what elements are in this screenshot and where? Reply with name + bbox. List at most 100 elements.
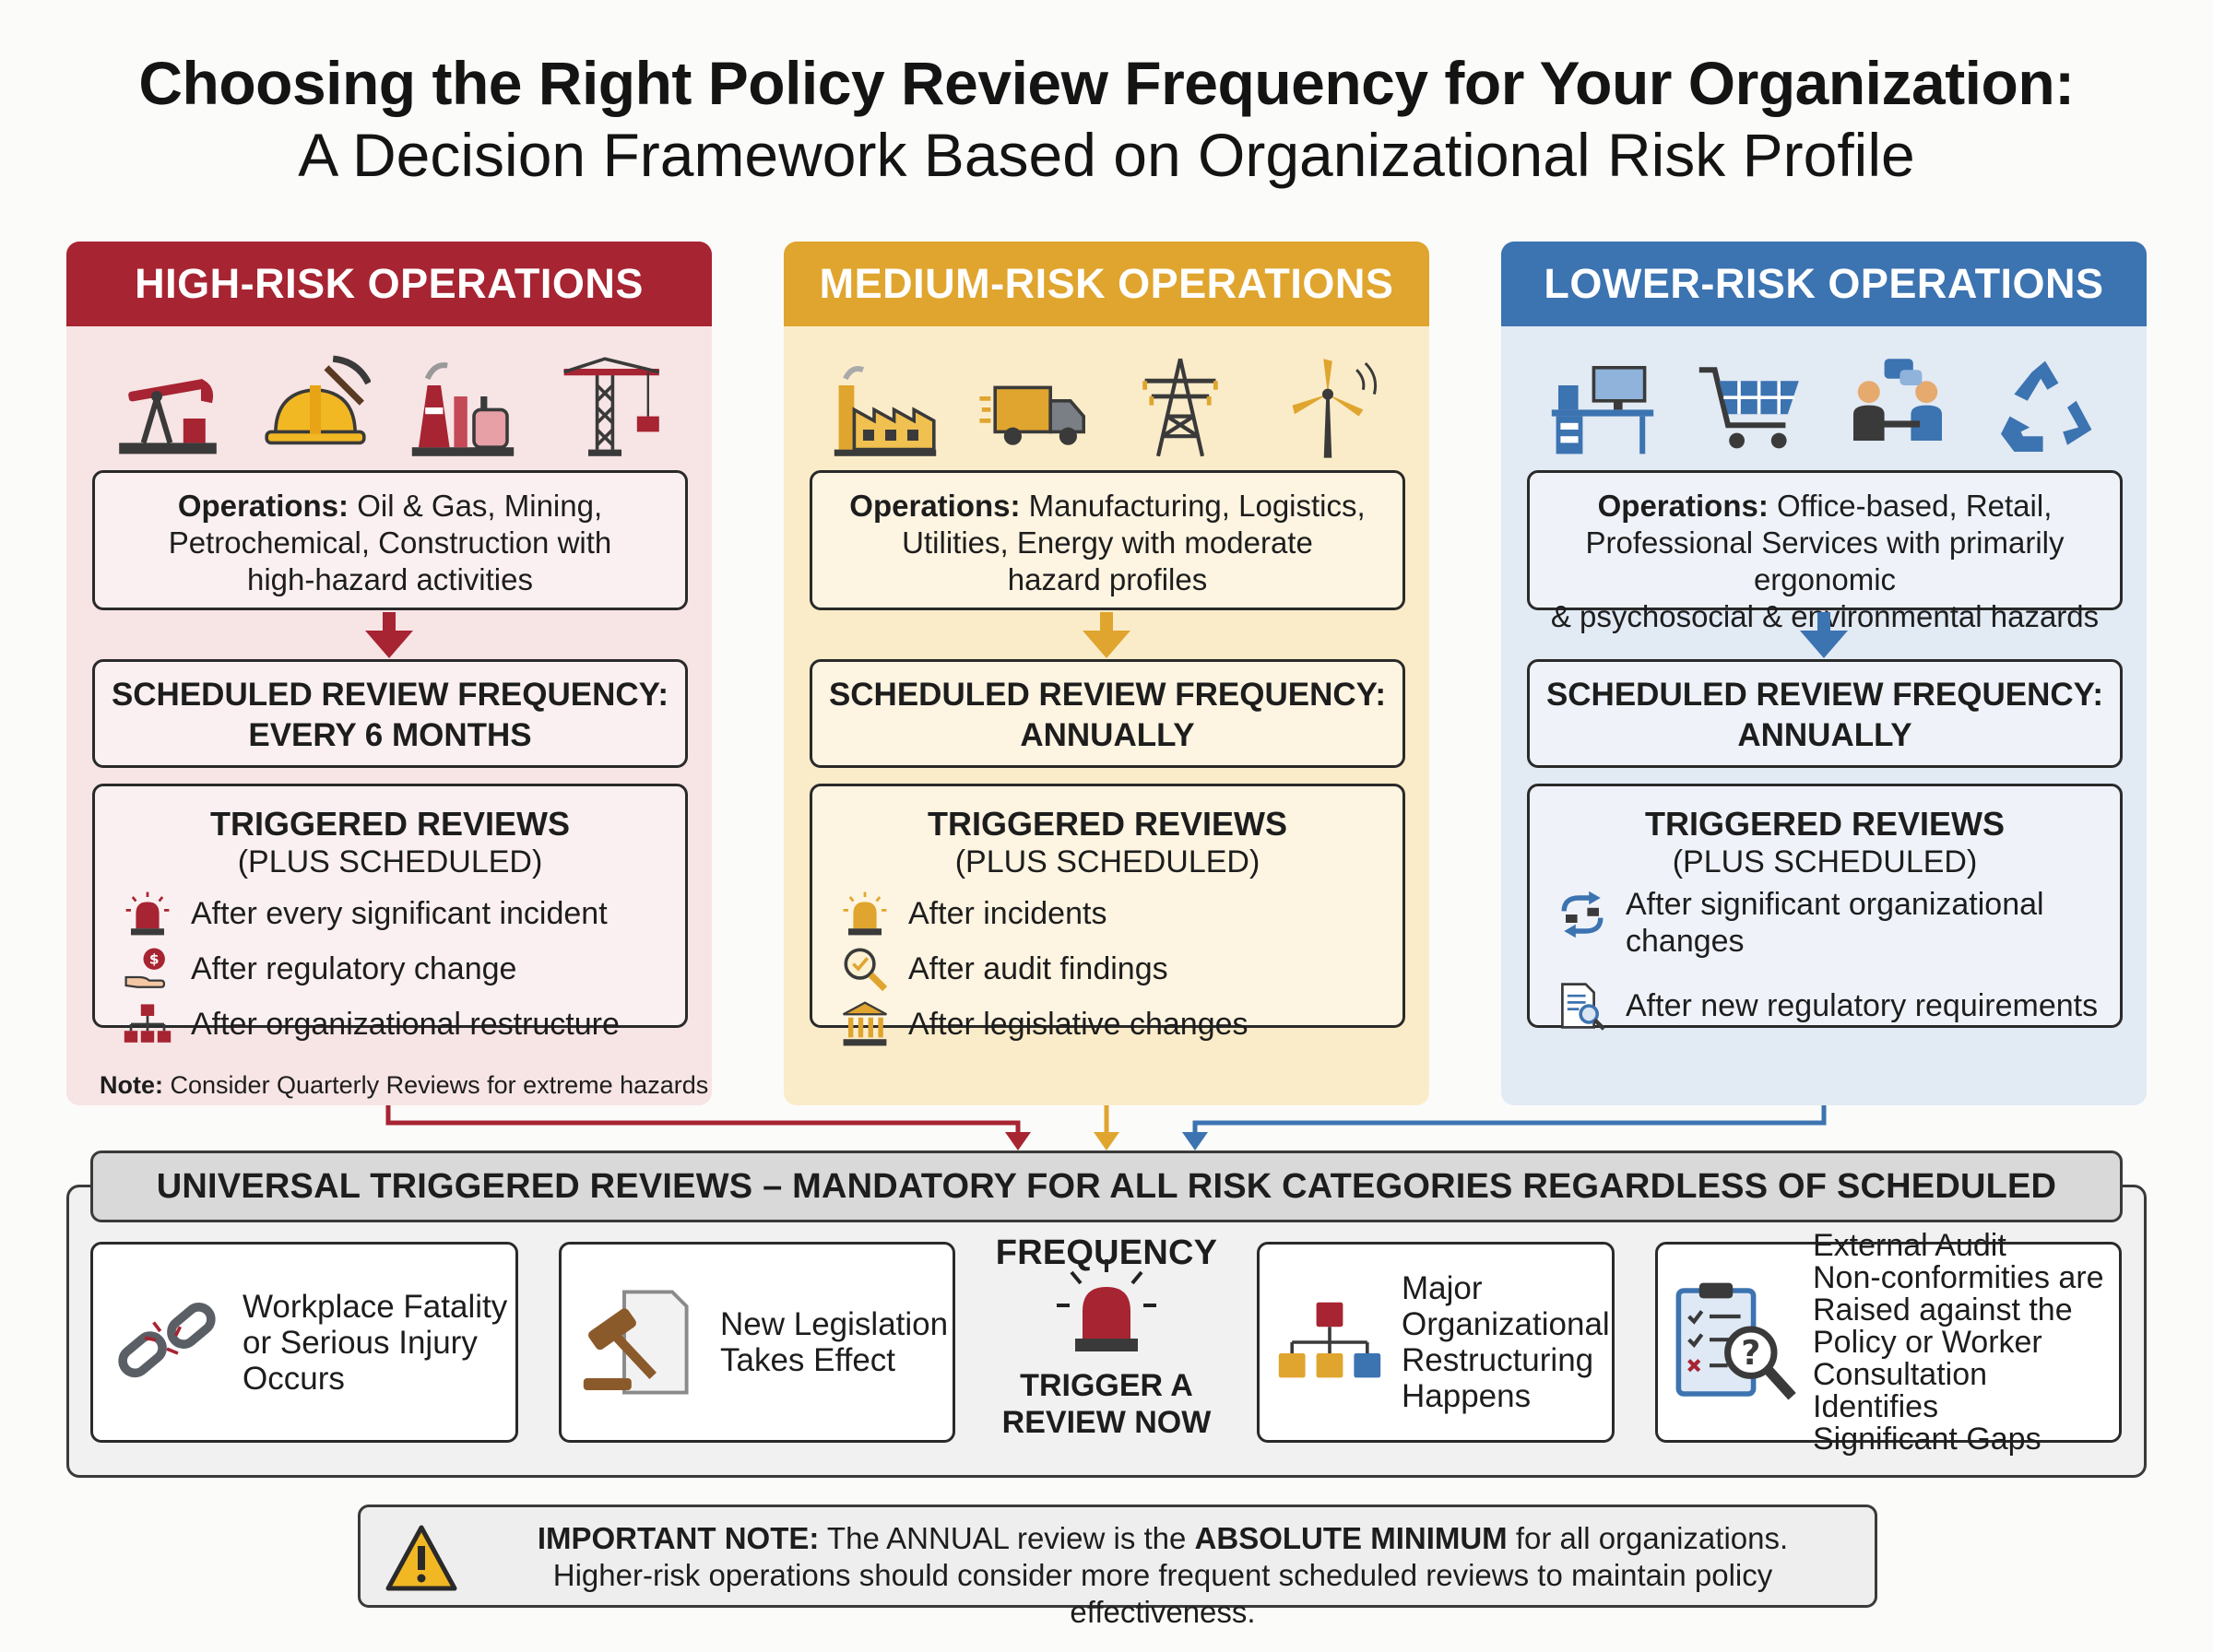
universal-item-text: or Serious Injury	[243, 1324, 478, 1361]
oil-pump-icon	[119, 378, 217, 454]
universal-item-text: Organizational	[1402, 1306, 1610, 1342]
trigger-list: After incidents After audit findings	[840, 886, 1249, 1052]
universal-item-text: Non-conformities are	[1813, 1259, 2104, 1295]
list-item: After significant organizational changes	[1557, 886, 2098, 978]
triggered-reviews-title: TRIGGERED REVIEWS	[209, 805, 571, 843]
medium-risk-triggers-box: TRIGGERED REVIEWS (PLUS SCHEDULED) After…	[810, 784, 1405, 1046]
document-search-icon	[1561, 983, 1605, 1031]
important-line-2: Higher-risk operations should consider m…	[552, 1558, 1773, 1629]
connector-high-arrowhead	[1005, 1132, 1031, 1150]
list-item: After legislative changes	[840, 997, 1249, 1052]
universal-item-restructuring: Major Organizational Restructuring Happe…	[1257, 1242, 1615, 1443]
frequency-value: ANNUALLY	[1737, 717, 1912, 753]
wind-turbine-icon	[1292, 359, 1378, 458]
operations-text: Utilities, Energy with moderate	[902, 525, 1313, 560]
operations-text: Manufacturing, Logistics,	[1028, 489, 1366, 523]
triggered-reviews-title: TRIGGERED REVIEWS	[1644, 805, 2006, 843]
shopping-cart-icon	[1698, 367, 1799, 449]
high-risk-column: HIGH-RISK OPERATIONS	[66, 242, 712, 1105]
operations-text: Oil & Gas, Mining,	[357, 489, 603, 523]
org-chart-icon	[124, 1004, 172, 1043]
power-tower-icon	[1142, 358, 1218, 457]
connector-low-arrowhead	[1182, 1132, 1208, 1150]
list-item: After new regulatory requirements	[1557, 978, 2098, 1033]
high-risk-icons	[66, 348, 712, 467]
note-label: Note:	[100, 1071, 163, 1099]
frequency-value: EVERY 6 MONTHS	[248, 717, 532, 753]
high-risk-triggers-box: TRIGGERED REVIEWS (PLUS SCHEDULED) After…	[92, 784, 688, 1043]
org-chart-icon	[1278, 1302, 1381, 1378]
trigger-list: After every significant incident $ After…	[123, 886, 620, 1052]
universal-item-text: Raised against the	[1813, 1292, 2073, 1328]
gavel-icon	[583, 1290, 689, 1395]
lower-risk-triggers-box: TRIGGERED REVIEWS (PLUS SCHEDULED) After…	[1527, 784, 2123, 1031]
trigger-text: After incidents	[908, 895, 1107, 931]
factory-icon	[834, 366, 937, 456]
office-desk-icon	[1551, 366, 1654, 454]
high-risk-heading: HIGH-RISK OPERATIONS	[66, 242, 712, 326]
universal-item-text: Restructuring	[1402, 1342, 1594, 1378]
operations-label: Operations:	[1597, 489, 1769, 523]
high-risk-note: Note: Consider Quarterly Reviews for ext…	[100, 1071, 708, 1100]
refinery-icon	[411, 362, 515, 456]
operations-text: Office-based, Retail,	[1777, 489, 2053, 523]
universal-item-text: Workplace Fatality	[243, 1288, 508, 1325]
trigger-text: After regulatory change	[191, 950, 517, 986]
trigger-list: After significant organizational changes…	[1557, 886, 2098, 1033]
universal-item-text: Happens	[1402, 1378, 1532, 1414]
hand-money-icon: $	[124, 948, 166, 988]
connector-medium-arrowhead	[1094, 1132, 1119, 1150]
triggered-reviews-subtitle: (PLUS SCHEDULED)	[1672, 844, 1978, 879]
trigger-text: After significant organizational	[1626, 887, 2044, 922]
trigger-label: TRIGGER A REVIEW NOW	[1001, 1368, 1212, 1440]
meeting-icon	[1853, 359, 1942, 441]
list-item: After incidents	[840, 886, 1249, 941]
exchange-arrows-icon	[1561, 891, 1604, 938]
lower-risk-operations-box: Operations: Office-based, Retail, Profes…	[1527, 470, 2123, 633]
operations-label: Operations:	[177, 489, 349, 523]
medium-risk-icons	[784, 348, 1429, 467]
connector-high	[385, 1103, 1021, 1139]
lower-risk-heading: LOWER-RISK OPERATIONS	[1501, 242, 2147, 326]
list-item: After audit findings	[840, 941, 1249, 997]
page-subtitle: A Decision Framework Based on Organizati…	[298, 121, 1915, 189]
warning-icon	[385, 1525, 457, 1591]
universal-item-fatality: Workplace Fatality or Serious Injury Occ…	[90, 1242, 518, 1443]
universal-item-text: Policy or Worker	[1813, 1324, 2042, 1360]
trigger-text: After new regulatory requirements	[1626, 987, 2099, 1023]
alarm-light-icon	[125, 891, 170, 936]
trigger-text: After organizational restructure	[191, 1006, 620, 1042]
important-label: IMPORTANT NOTE:	[537, 1521, 820, 1555]
universal-item-text: New Legislation	[720, 1306, 949, 1342]
universal-item-text: External Audit	[1813, 1227, 2006, 1263]
magnifier-check-icon	[844, 948, 888, 992]
recycle-icon	[2001, 360, 2092, 452]
alarm-light-icon	[1057, 1259, 1156, 1351]
triggered-reviews-subtitle: (PLUS SCHEDULED)	[954, 844, 1260, 879]
medium-risk-column: MEDIUM-RISK OPERATIONS	[784, 242, 1429, 1105]
down-arrow	[1083, 612, 1130, 658]
operations-text: hazard profiles	[1007, 562, 1208, 596]
page-title: Choosing the Right Policy Review Frequen…	[138, 49, 2075, 117]
trigger-text: changes	[1626, 924, 1745, 959]
trigger-review-hub: TRIGGER A REVIEW NOW	[996, 1254, 1217, 1441]
crane-icon	[563, 357, 660, 456]
high-risk-frequency-box: SCHEDULED REVIEW FREQUENCY: EVERY 6 MONT…	[92, 659, 688, 768]
note-text: Consider Quarterly Reviews for extreme h…	[163, 1071, 709, 1099]
lower-risk-frequency-box: SCHEDULED REVIEW FREQUENCY: ANNUALLY	[1527, 659, 2123, 768]
operations-text: high-hazard activities	[247, 562, 533, 596]
universal-item-audit: ? External Audit Non-conformities are Ra…	[1655, 1229, 2122, 1455]
medium-risk-frequency-box: SCHEDULED REVIEW FREQUENCY: ANNUALLY	[810, 659, 1405, 768]
universal-banner: UNIVERSAL TRIGGERED REVIEWS – MANDATORY …	[90, 1150, 2123, 1272]
audit-clipboard-icon: ?	[1675, 1282, 1796, 1400]
frequency-label: SCHEDULED REVIEW FREQUENCY:	[111, 677, 669, 713]
lower-risk-column: LOWER-RISK OPERATIONS	[1501, 242, 2147, 1105]
frequency-label: SCHEDULED REVIEW FREQUENCY:	[828, 677, 1387, 713]
broken-chain-icon	[118, 1303, 216, 1378]
hard-hat-pickaxe-icon	[265, 355, 371, 445]
down-arrow	[1800, 612, 1848, 658]
trigger-text: After legislative changes	[908, 1006, 1249, 1042]
trigger-text: After audit findings	[908, 950, 1168, 986]
high-risk-operations-box: Operations: Oil & Gas, Mining, Petrochem…	[92, 470, 688, 610]
